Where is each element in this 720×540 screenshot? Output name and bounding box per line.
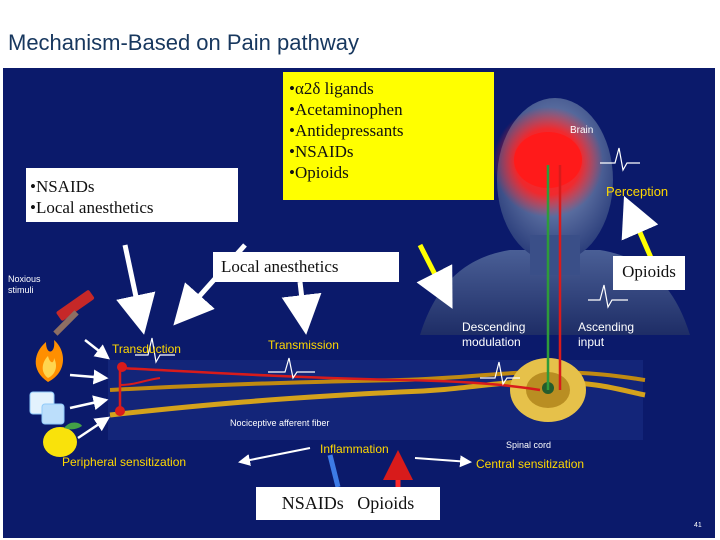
descending-modulation-label: Descending modulation	[462, 320, 526, 349]
hammer-icon	[53, 290, 95, 336]
spinal-cord-label: Spinal cord	[506, 440, 552, 450]
transmission-label: Transmission	[268, 338, 339, 352]
arrow-descending	[416, 243, 453, 309]
brain-label: Brain	[570, 125, 594, 136]
ice-icon	[29, 391, 65, 425]
central-drug-box: •α2δ ligands •Acetaminophen •Antidepress…	[283, 72, 494, 200]
drug-item: •Antidepressants	[289, 121, 404, 140]
arrow-transmission	[281, 281, 322, 335]
sensitization-arrows	[238, 447, 472, 468]
inflammation-label: Inflammation	[320, 442, 389, 456]
drug-item: NSAIDs	[281, 493, 344, 513]
nociceptive-fiber-label: Nociceptive afferent fiber	[230, 418, 330, 428]
flame-icon	[35, 340, 64, 382]
stimulus-arrows	[69, 339, 111, 440]
page-title: Mechanism-Based on Pain pathway	[8, 30, 359, 55]
central-sensitization-label: Central sensitization	[476, 457, 585, 471]
lemon-icon	[43, 422, 82, 457]
afferent-fiber	[115, 362, 541, 416]
drug-item: •α2δ ligands	[289, 79, 374, 98]
transduction-label: Transduction	[112, 342, 181, 356]
nerve-fiber	[109, 369, 646, 418]
perception-label: Perception	[606, 184, 669, 199]
arrow-perception	[621, 195, 659, 261]
arrow-peripheral	[116, 244, 156, 335]
drug-item: Opioids	[357, 493, 415, 513]
drug-item: •Opioids	[289, 163, 349, 182]
drug-item: •Acetaminophen	[289, 100, 403, 119]
drug-arrows	[116, 195, 659, 488]
signal-waveforms	[135, 147, 640, 386]
brain-icon	[493, 107, 603, 217]
slide-number: 41	[694, 522, 702, 529]
peripheral-drug-box: •NSAIDs •Local anesthetics	[26, 168, 238, 222]
drug-item: •NSAIDs	[289, 142, 354, 161]
peripheral-sensitization-label: Peripheral sensitization	[62, 455, 187, 469]
inflammation-drug-box: NSAIDs Opioids	[256, 487, 440, 520]
drug-item: •NSAIDs	[30, 177, 95, 196]
drug-item: •Local anesthetics	[30, 198, 154, 217]
noxious-stimuli-label: Noxious stimuli	[8, 274, 41, 295]
arrow-nsaids	[327, 454, 341, 488]
ascending-input-label: Ascending input	[578, 320, 635, 349]
transmission-drug-box: Local anesthetics	[213, 252, 399, 282]
ascending-drug-box: Opioids	[613, 256, 685, 290]
